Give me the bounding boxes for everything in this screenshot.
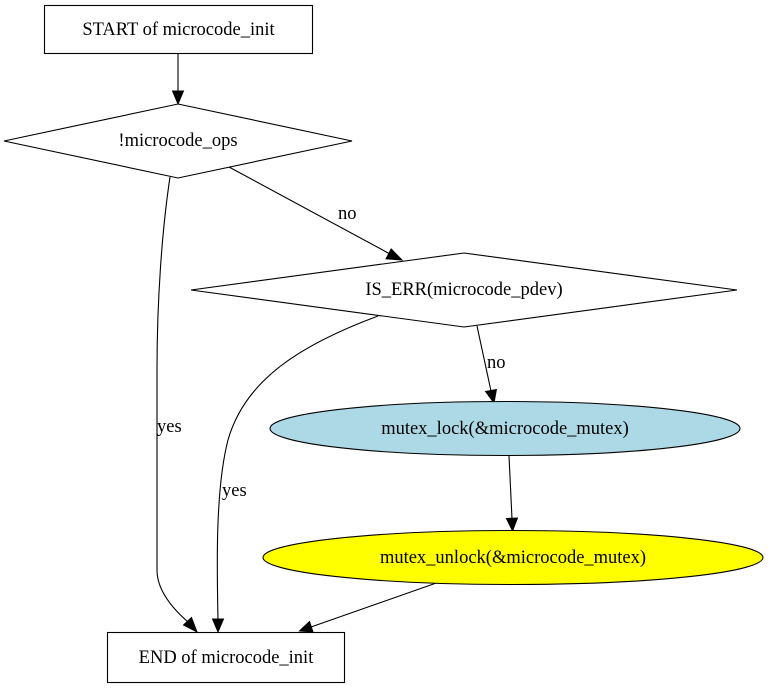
process-ellipse — [262, 529, 764, 586]
arrow-head — [298, 620, 314, 633]
edge-label-no: no — [338, 204, 357, 224]
arrow-head — [385, 248, 404, 261]
arrow-head — [182, 616, 198, 634]
arrow-head — [505, 517, 519, 533]
mutex-unlock-label: mutex_unlock(&microcode_mutex) — [380, 548, 646, 568]
edge-ops-no: no — [228, 166, 404, 261]
edge-line — [228, 166, 391, 255]
end-label: END of microcode_init — [139, 648, 315, 668]
edge-label-yes: yes — [157, 417, 182, 437]
edge-line — [476, 325, 492, 392]
edge-line — [156, 176, 189, 623]
mutex-lock-label: mutex_lock(&microcode_mutex) — [381, 419, 629, 439]
edge-ops-yes: yes — [156, 176, 198, 634]
edge-lock-to-unlock — [505, 455, 519, 533]
arrow-head — [484, 388, 498, 405]
node-mutex-unlock: mutex_unlock(&microcode_mutex) — [262, 529, 764, 586]
edge-start-to-ops — [171, 54, 185, 106]
edge-line — [508, 455, 513, 520]
node-end: END of microcode_init — [106, 631, 346, 684]
edge-line — [310, 580, 443, 628]
arrow-head — [211, 618, 225, 634]
node-start: START of microcode_init — [43, 4, 314, 55]
check-ops-label: !microcode_ops — [118, 131, 237, 151]
decision-diamond — [190, 252, 738, 328]
check-err-label: IS_ERR(microcode_pdev) — [365, 280, 562, 300]
arrow-head — [171, 90, 185, 106]
decision-diamond — [3, 103, 353, 179]
end-box — [106, 631, 346, 684]
start-label: START of microcode_init — [82, 20, 275, 40]
edge-err-no: no — [476, 325, 506, 405]
start-box — [43, 4, 314, 55]
edge-label-no: no — [487, 353, 506, 373]
edge-unlock-to-end — [298, 580, 443, 633]
node-mutex-lock: mutex_lock(&microcode_mutex) — [269, 400, 741, 457]
edge-label-yes: yes — [222, 481, 247, 501]
edge-line — [216, 315, 379, 621]
node-check-ops: !microcode_ops — [3, 103, 353, 179]
node-check-err: IS_ERR(microcode_pdev) — [190, 252, 738, 328]
edge-err-yes: yes — [211, 315, 379, 634]
process-ellipse — [269, 400, 741, 457]
